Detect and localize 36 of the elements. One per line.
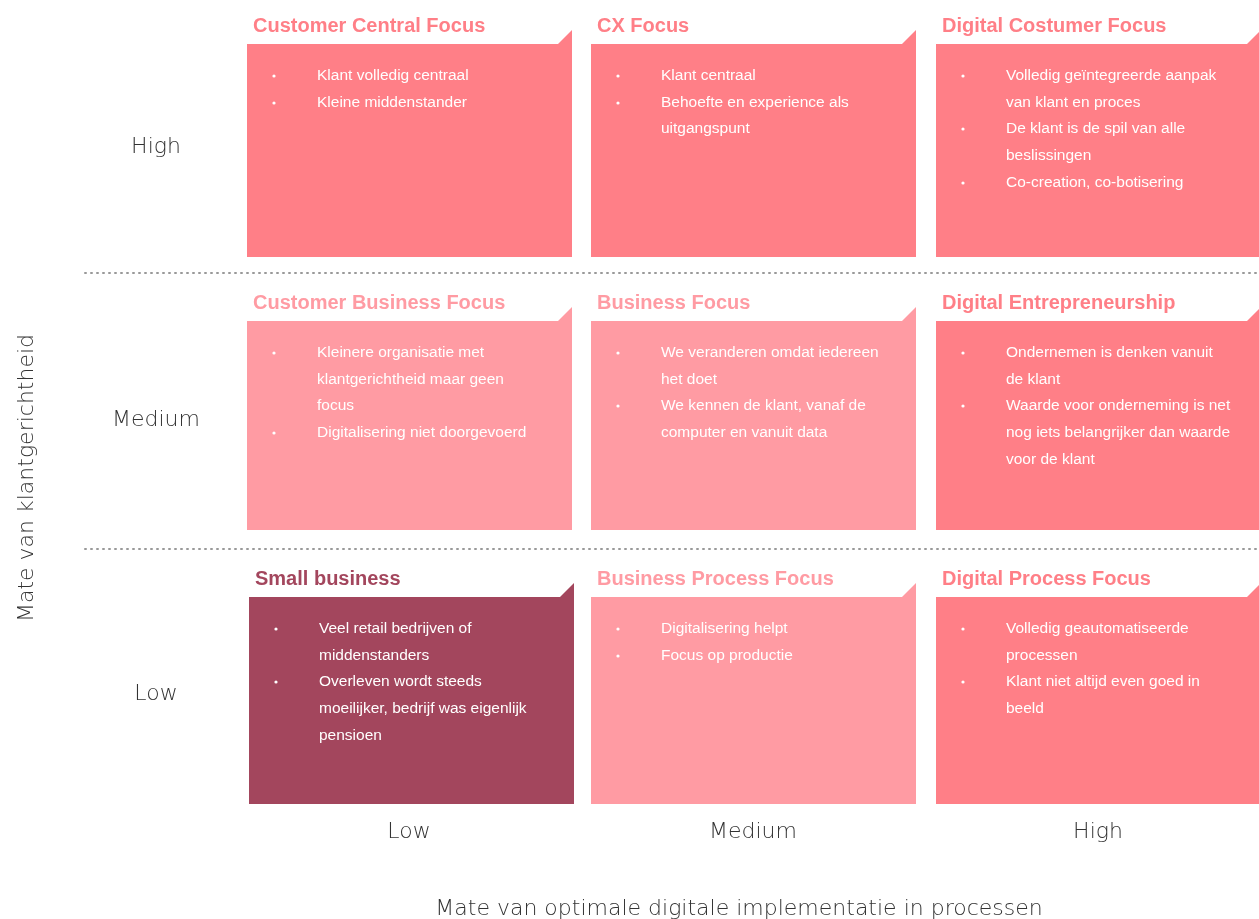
axis-level-label: High <box>131 132 181 158</box>
bullet-text: Klant volledig centraal <box>317 65 470 85</box>
bullet-text: Digitalisering helpt <box>661 618 789 638</box>
bullet-text: Co-creation, co-botisering <box>1006 171 1185 192</box>
bullet-text: Digitalisering niet doorgevoerd <box>317 422 528 443</box>
bullet-text: Waarde voor onderneming is net nog iets belangrijker dan waarde voor de klant <box>1006 395 1231 469</box>
quadrant-title: Customer Business Focus <box>252 290 507 315</box>
bullet-text: Klant niet altijd even goed in beeld <box>1006 671 1201 719</box>
bullet-text: We kennen de klant, vanaf de computer en vanuit data <box>661 395 867 443</box>
axis-level-label: Low <box>387 817 431 843</box>
axis-level-label: High <box>1073 817 1123 843</box>
axis-title: Mate van klantgerichtheid <box>12 333 38 623</box>
bullet-text: Veel retail bedrijven of middenstanders <box>319 618 473 665</box>
bullet-text: Behoefte en experience als uitgangspunt <box>661 91 850 139</box>
bullet-text: Klant centraal <box>661 65 757 85</box>
axis-title: Mate van optimale digitale implementatie in processen <box>435 894 1043 919</box>
bullet-text: Focus op productie <box>661 644 794 665</box>
bullet-text: De klant is de spil van alle beslissingen <box>1006 118 1187 166</box>
quadrant-title: Digital Entrepreneurship <box>941 290 1177 315</box>
quadrant-title: Business Process Focus <box>596 566 835 591</box>
bullet-text: Ondernemen is denken vanuit de klant <box>1006 342 1214 389</box>
bullet-text: Kleine middenstander <box>317 91 468 112</box>
bullet-text: Kleinere organisatie met klantgerichtheid maar geen focus <box>317 342 505 416</box>
quadrant-title: Digital Process Focus <box>941 566 1152 591</box>
quadrant-title: Business Focus <box>596 290 752 315</box>
bullet-text: Volledig geïntegreerde aanpak van klant en proces <box>1006 65 1218 112</box>
quadrant-title: Digital Costumer Focus <box>941 13 1168 38</box>
axis-level-label: Medium <box>112 405 200 431</box>
bullet-text: Volledig geautomatiseerde processen <box>1006 618 1190 665</box>
quadrant-title: CX Focus <box>596 13 691 38</box>
axis-level-label: Low <box>134 679 178 705</box>
axis-level-label: Medium <box>709 817 797 843</box>
quadrant-title: Small business <box>254 566 402 591</box>
bullet-text: We veranderen omdat iedereen het doet <box>661 342 880 389</box>
bullet-text: Overleven wordt steeds moeilijker, bedrijf was eigenlijk pensioen <box>319 671 528 745</box>
quadrant-title: Customer Central Focus <box>252 13 487 38</box>
